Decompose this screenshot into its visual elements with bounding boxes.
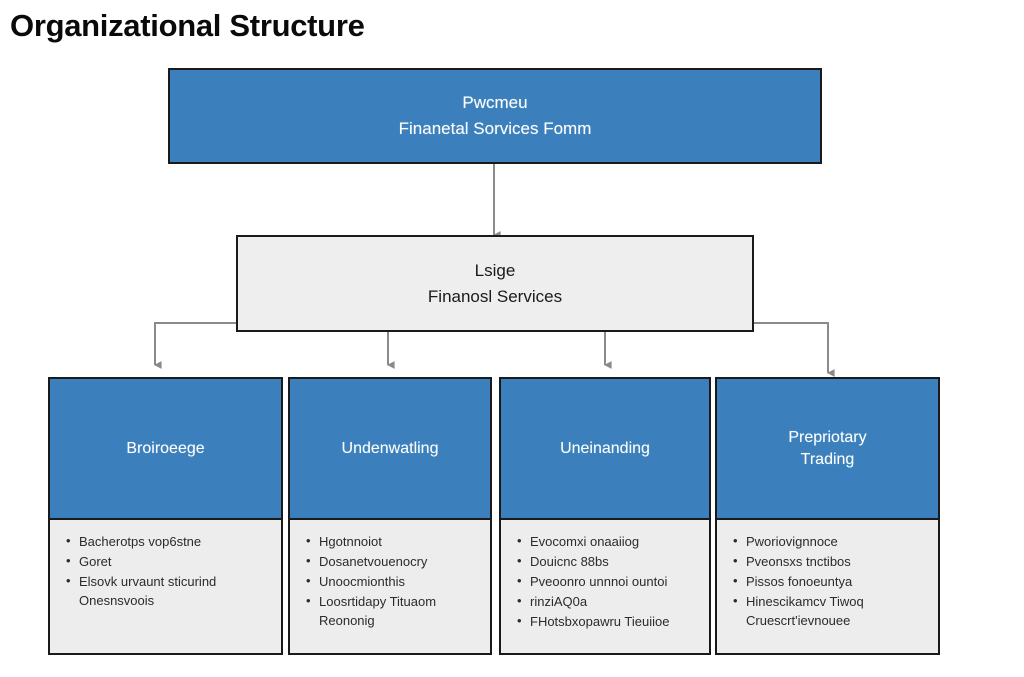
root-node-line-2: Finanetal Sorvices Fomm	[398, 119, 592, 138]
department-proprietary-trading-title-line-2: Trading	[800, 450, 855, 468]
root-node-line-1: Pwcmeu	[462, 93, 528, 112]
department-proprietary-trading[interactable]: Prepriotary Trading Pworiovignnoce Pveon…	[715, 377, 940, 655]
department-underwriting[interactable]: Undenwatling Hgotnnoiot Dosanetvouenocry…	[288, 377, 492, 655]
list-item: Pissos fonoeuntya	[731, 571, 930, 591]
list-item: Hinescikamcv Tiwoq Cruescrt'ievnouee	[731, 591, 930, 630]
root-node[interactable]: Pwcmeu Finanetal Sorvices Fomm	[168, 68, 822, 164]
department-proprietary-trading-title: Prepriotary Trading	[782, 427, 872, 471]
list-item: Pveonsxs tnctibos	[731, 551, 930, 571]
department-underwriting-header: Undenwatling	[290, 379, 490, 520]
department-proprietary-trading-title-line-1: Prepriotary	[788, 428, 867, 446]
department-proprietary-trading-list: Pworiovignnoce Pveonsxs tnctibos Pissos …	[731, 531, 930, 630]
list-item: Pveoonro unnnoi ountoi	[515, 571, 701, 591]
list-item: rinziAQ0a	[515, 591, 701, 611]
department-proprietary-trading-header: Prepriotary Trading	[717, 379, 938, 520]
middle-node[interactable]: Lsige Finanosl Services	[236, 235, 754, 332]
list-item: Pworiovignnoce	[731, 531, 930, 551]
list-item: Goret	[64, 551, 273, 571]
list-item: Hgotnnoiot	[304, 531, 482, 551]
department-underwriting-list: Hgotnnoiot Dosanetvouenocry Unoocmionthi…	[304, 531, 482, 630]
department-investment-banking-header: Uneinanding	[501, 379, 709, 520]
list-item: Dosanetvouenocry	[304, 551, 482, 571]
page-title: Organizational Structure	[10, 8, 365, 43]
list-item: Unoocmionthis	[304, 571, 482, 591]
department-investment-banking[interactable]: Uneinanding Evocomxi onaaiiog Douicnc 88…	[499, 377, 711, 655]
department-brokerage-body: Bacherotps vop6stne Goret Elsovk urvaunt…	[50, 520, 281, 653]
connector-middle-to-brokerage	[153, 322, 236, 369]
list-item: Loosrtidapy Tituaom Reononig	[304, 591, 482, 630]
department-brokerage-header: Broiroeege	[50, 379, 281, 520]
department-underwriting-body: Hgotnnoiot Dosanetvouenocry Unoocmionthi…	[290, 520, 490, 653]
department-brokerage[interactable]: Broiroeege Bacherotps vop6stne Goret Els…	[48, 377, 283, 655]
list-item: Douicnc 88bs	[515, 551, 701, 571]
department-investment-banking-title: Uneinanding	[560, 439, 650, 457]
list-item: Bacherotps vop6stne	[64, 531, 273, 551]
connector-middle-to-proprietary-trading	[754, 322, 835, 377]
department-investment-banking-body: Evocomxi onaaiiog Douicnc 88bs Pveoonro …	[501, 520, 709, 653]
department-proprietary-trading-body: Pworiovignnoce Pveonsxs tnctibos Pissos …	[717, 520, 938, 653]
list-item: FHotsbxopawru Tieuiioe	[515, 611, 701, 631]
department-brokerage-title: Broiroeege	[126, 439, 205, 457]
department-underwriting-title: Undenwatling	[341, 439, 439, 457]
middle-node-line-2: Finanosl Services	[427, 286, 563, 306]
middle-node-line-1: Lsige	[474, 260, 516, 280]
list-item: Elsovk urvaunt sticurind Onesnsvoois	[64, 571, 273, 610]
department-investment-banking-list: Evocomxi onaaiiog Douicnc 88bs Pveoonro …	[515, 531, 701, 631]
list-item: Evocomxi onaaiiog	[515, 531, 701, 551]
department-brokerage-list: Bacherotps vop6stne Goret Elsovk urvaunt…	[64, 531, 273, 610]
